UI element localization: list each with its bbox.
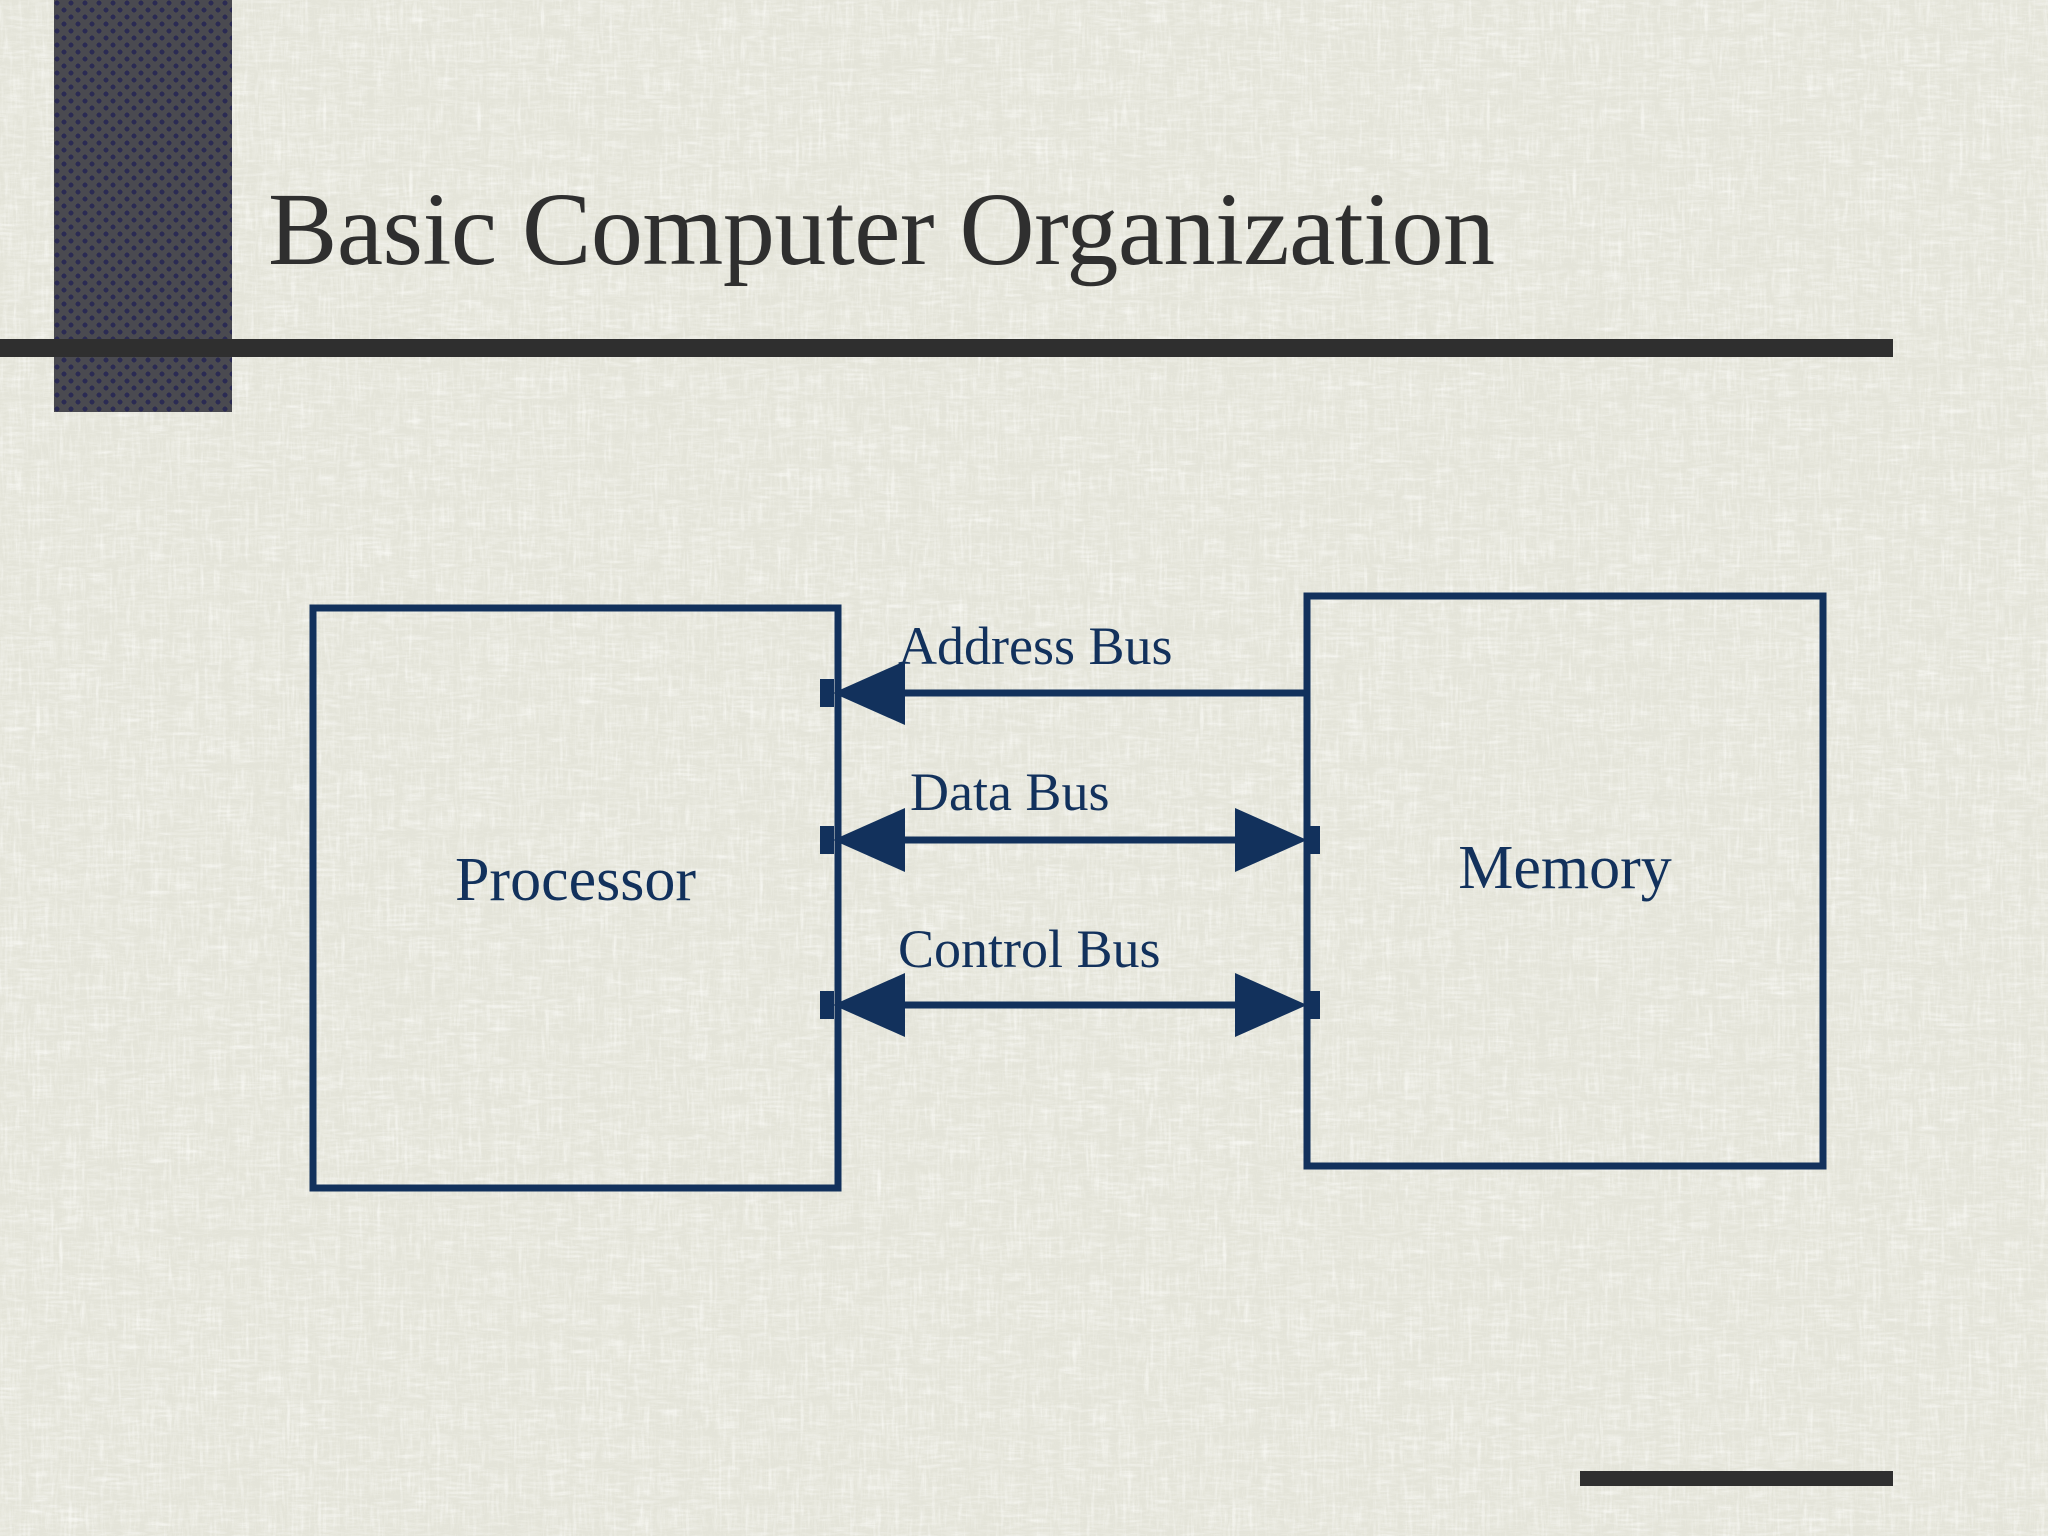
data-bus-connector xyxy=(820,808,1320,872)
page-title: Basic Computer Organization xyxy=(268,172,1495,287)
control-bus-label: Control Bus xyxy=(898,919,1161,979)
control-bus-connector xyxy=(820,973,1320,1037)
memory-label: Memory xyxy=(1458,834,1672,902)
address-bus-connector xyxy=(820,661,1307,725)
processor-box xyxy=(309,604,842,1192)
address-bus-label: Address Bus xyxy=(898,616,1173,676)
title-divider xyxy=(0,339,1893,357)
memory-box xyxy=(1303,592,1827,1170)
processor-label: Processor xyxy=(454,846,697,914)
footer-divider xyxy=(1580,1471,1893,1486)
data-bus-label: Data Bus xyxy=(910,762,1110,822)
